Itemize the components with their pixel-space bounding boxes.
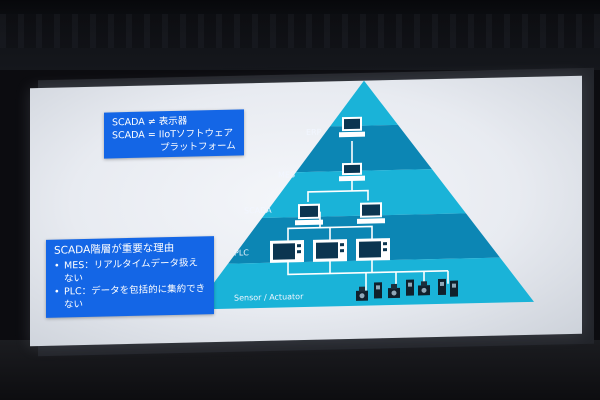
- hmi-panel-icon: [313, 239, 347, 262]
- level-label-scada: SCADA: [244, 205, 272, 216]
- importance-item-plc: PLC：データを包括的に集約できない: [54, 282, 206, 311]
- ceiling-truss: [0, 14, 600, 48]
- actuator-icon: [418, 281, 430, 296]
- level-label-sensor: Sensor / Actuator: [234, 292, 304, 303]
- level-label-erp: ERP: [306, 127, 322, 137]
- hierarchy-pyramid: [194, 80, 534, 310]
- actuator-icon: [388, 283, 400, 299]
- computer-icon: [339, 162, 365, 182]
- computer-icon: [339, 116, 365, 138]
- actuator-icon: [356, 286, 368, 301]
- actuator-icon: [374, 282, 382, 299]
- scada-definition-box: SCADA ≠ 表示器 SCADA = IIoTソフトウェア プラットフォーム: [104, 109, 244, 159]
- importance-item-mes: MES：リアルタイムデータ扱えない: [54, 256, 206, 285]
- pyramid-band-erp: [330, 80, 398, 127]
- scada-importance-box: SCADA階層が重要な理由 MES：リアルタイムデータ扱えない PLC：データを…: [46, 236, 214, 318]
- pyramid-band-mes: [296, 124, 432, 173]
- importance-title: SCADA階層が重要な理由: [54, 241, 175, 257]
- actuator-icon: [438, 278, 446, 296]
- actuator-icon: [450, 280, 458, 297]
- computer-icon: [357, 202, 385, 224]
- hmi-panel-icon: [356, 238, 390, 261]
- importance-list: MES：リアルタイムデータ扱えない PLC：データを包括的に集約できない: [54, 256, 206, 311]
- computer-icon: [295, 203, 323, 226]
- level-label-plc: PLC: [234, 248, 249, 258]
- connector-lines: [287, 140, 449, 291]
- actuator-icon: [406, 279, 414, 296]
- level-label-mes: MES: [278, 170, 296, 180]
- pyramid-band-sensor: [194, 257, 534, 310]
- projection-screen: ERP MES SCADA PLC Sensor / Actuator SCAD…: [30, 75, 582, 347]
- hmi-panel-icon: [270, 240, 304, 263]
